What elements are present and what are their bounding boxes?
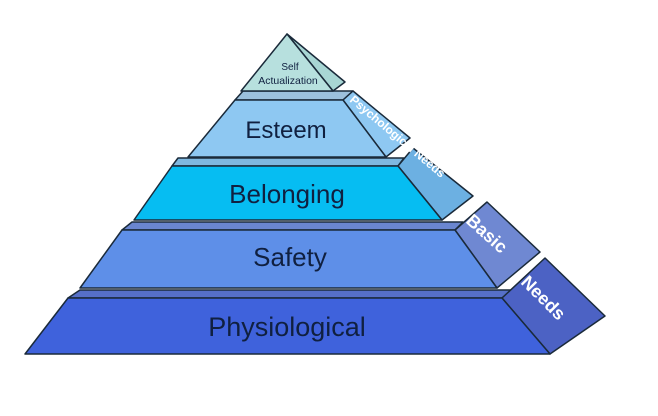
- physiological-label: Physiological: [208, 312, 366, 342]
- level-belonging: Belonging: [133, 147, 474, 221]
- level-esteem: Esteem: [187, 90, 411, 158]
- physiological-top-band: [67, 289, 513, 299]
- self-actualization-label-line1: Self: [281, 62, 298, 73]
- physiological-front-face: [24, 297, 551, 355]
- belonging-label: Belonging: [229, 179, 345, 209]
- level-physiological: Physiological: [24, 257, 606, 355]
- esteem-label: Esteem: [245, 117, 326, 144]
- belonging-top-band: [171, 157, 405, 167]
- safety-top-band: [121, 221, 464, 231]
- esteem-front-face: [187, 99, 387, 158]
- self-actualization-front-face: [240, 33, 334, 92]
- self-actualization-label-line2: Actualization: [258, 75, 318, 87]
- safety-label: Safety: [253, 242, 327, 272]
- level-safety: Safety: [79, 201, 541, 289]
- esteem-top-band: [234, 90, 354, 101]
- level-self-actualization: Self Actualization: [240, 33, 346, 92]
- belonging-front-face: [133, 165, 443, 221]
- safety-front-face: [79, 229, 498, 289]
